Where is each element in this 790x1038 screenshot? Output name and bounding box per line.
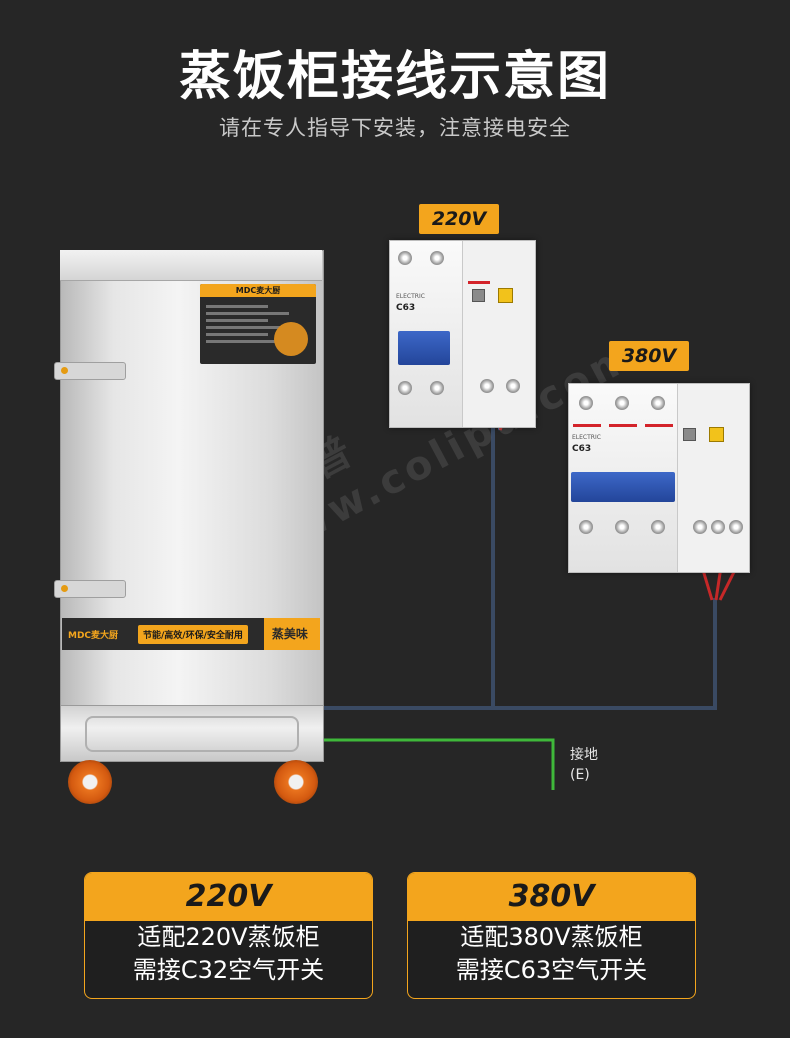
cabinet-brand-band: MDC麦大厨 节能/高效/环保/安全耐用 蒸美味 蒸美好 xyxy=(62,618,320,650)
breaker-380v: ELECTRIC C63 xyxy=(568,383,750,573)
breaker-220v: ELECTRIC C63 xyxy=(389,240,536,428)
page-subtitle: 请在专人指导下安装，注意接电安全 xyxy=(219,116,571,140)
cabinet-top-panel xyxy=(60,250,322,281)
wire-ground xyxy=(322,738,555,790)
breaker-380v-test[interactable] xyxy=(709,427,724,442)
page-title: 蒸饭柜接线示意图 xyxy=(178,47,611,107)
breaker-220v-label: 220V xyxy=(419,204,499,234)
steam-cabinet: MDC麦大厨 MDC麦大厨 节能/高效/环保/安全耐用 蒸美味 蒸美好 xyxy=(54,250,324,804)
breaker-220v-reset[interactable] xyxy=(472,289,485,302)
caster-wheel-right xyxy=(274,760,318,804)
spec-card-220v: 220V 适配220V蒸饭柜 需接C32空气开关 xyxy=(84,872,373,999)
cabinet-info-label: MDC麦大厨 xyxy=(200,284,316,364)
spec-card-380v-voltage: 380V xyxy=(408,873,695,921)
spec-card-220v-line2: 需接C32空气开关 xyxy=(132,956,325,984)
breaker-380v-switch[interactable] xyxy=(571,472,675,502)
breaker-380v-label: 380V xyxy=(609,341,689,371)
cabinet-label-brand: MDC麦大厨 xyxy=(200,284,316,297)
ground-label-code: (E) xyxy=(570,767,590,783)
spec-card-380v: 380V 适配380V蒸饭柜 需接C63空气开关 xyxy=(407,872,696,999)
breaker-220v-test[interactable] xyxy=(498,288,513,303)
breaker-380v-brand: ELECTRIC xyxy=(572,434,601,441)
ground-label-text: 接地 xyxy=(570,747,598,763)
door-latch-top[interactable] xyxy=(54,362,126,380)
breaker-220v-switch[interactable] xyxy=(398,331,450,365)
spec-card-380v-line2: 需接C63空气开关 xyxy=(455,956,648,984)
breaker-380v-model: C63 xyxy=(572,444,592,454)
cabinet-label-text-lines xyxy=(200,297,316,351)
mascot-icon xyxy=(274,322,308,356)
spec-card-220v-voltage: 220V xyxy=(85,873,372,921)
band-slogan: 蒸美味 蒸美好 xyxy=(263,618,320,650)
spec-card-220v-line1: 适配220V蒸饭柜 xyxy=(137,923,320,951)
breaker-380v-reset[interactable] xyxy=(683,428,696,441)
band-brand: MDC麦大厨 xyxy=(68,630,119,641)
breaker-220v-model: C63 xyxy=(396,303,416,313)
door-latch-bottom[interactable] xyxy=(54,580,126,598)
cabinet-base xyxy=(60,705,324,762)
caster-wheel-left xyxy=(68,760,112,804)
spec-card-380v-line1: 适配380V蒸饭柜 xyxy=(460,923,643,951)
band-tag: 节能/高效/环保/安全耐用 xyxy=(138,624,248,644)
ground-label: 接地 (E) xyxy=(570,745,598,785)
breaker-220v-brand: ELECTRIC xyxy=(396,293,425,300)
